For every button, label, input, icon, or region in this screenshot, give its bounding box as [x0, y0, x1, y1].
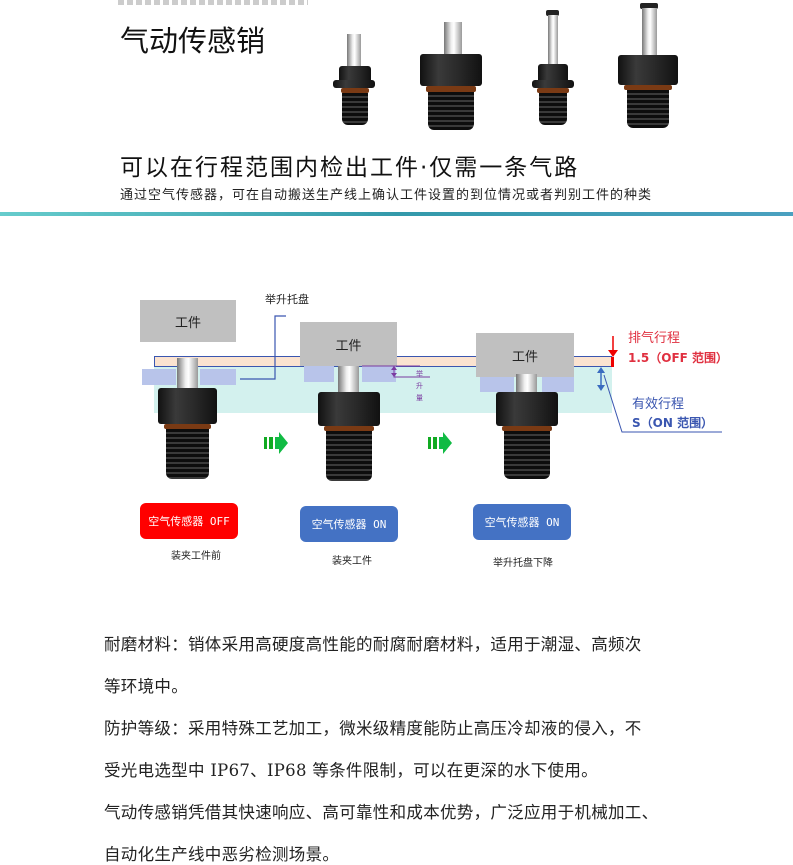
pad [304, 366, 334, 382]
body-text-line: 等环境中。 [104, 677, 188, 696]
lift-amount-label: 举升量 [416, 370, 423, 402]
stage-caption: 装夹工件 [332, 556, 372, 567]
exhaust-stroke-value: 1.5（OFF 范围） [628, 351, 729, 365]
pad [200, 369, 236, 385]
effective-stroke-title: 有效行程 [632, 397, 685, 412]
effective-stroke-value: S（ON 范围） [632, 416, 714, 430]
arrow-right-icon [264, 432, 288, 454]
sensor-status-off: 空气传感器 OFF [140, 503, 238, 539]
stage-caption: 装夹工件前 [171, 551, 221, 562]
stage-caption: 举升托盘下降 [493, 558, 553, 569]
body-text-line: 防护等级：采用特殊工艺加工，微米级精度能防止高压冷却液的侵入，不 [104, 719, 642, 738]
cropped-heading-fragment [118, 0, 308, 5]
pad [480, 377, 514, 392]
page-title: 气动传感销 [120, 24, 266, 58]
workpiece: 工件 [140, 300, 236, 342]
body-text-line: 气动传感销凭借其快速响应、高可靠性和成本优势，广泛应用于机械加工、 [104, 803, 659, 822]
sensor-status-on: 空气传感器 ON [300, 506, 398, 542]
arrow-right-icon [428, 432, 452, 454]
subtitle: 可以在行程范围内检出工件·仅需一条气路 [120, 155, 580, 181]
divider [0, 212, 793, 216]
description: 通过空气传感器，可在自动搬送生产线上确认工件设置的到位情况或者判别工件的种类 [120, 188, 653, 203]
pad [542, 377, 574, 392]
workpiece: 工件 [476, 333, 574, 377]
sensor-status-on: 空气传感器 ON [473, 504, 571, 540]
pad [142, 369, 176, 385]
pad [362, 366, 396, 382]
body-text-line: 自动化生产线中恶劣检测场景。 [104, 845, 340, 864]
body-text-line: 受光电选型中 IP67、IP68 等条件限制，可以在更深的水下使用。 [104, 761, 598, 780]
body-text-line: 耐磨材料：销体采用高硬度高性能的耐腐耐磨材料，适用于潮湿、高频次 [104, 635, 642, 654]
workpiece: 工件 [300, 322, 397, 366]
exhaust-stroke-title: 排气行程 [628, 331, 681, 346]
lift-tray-label: 举升托盘 [265, 293, 309, 306]
leader-lines [240, 315, 722, 433]
